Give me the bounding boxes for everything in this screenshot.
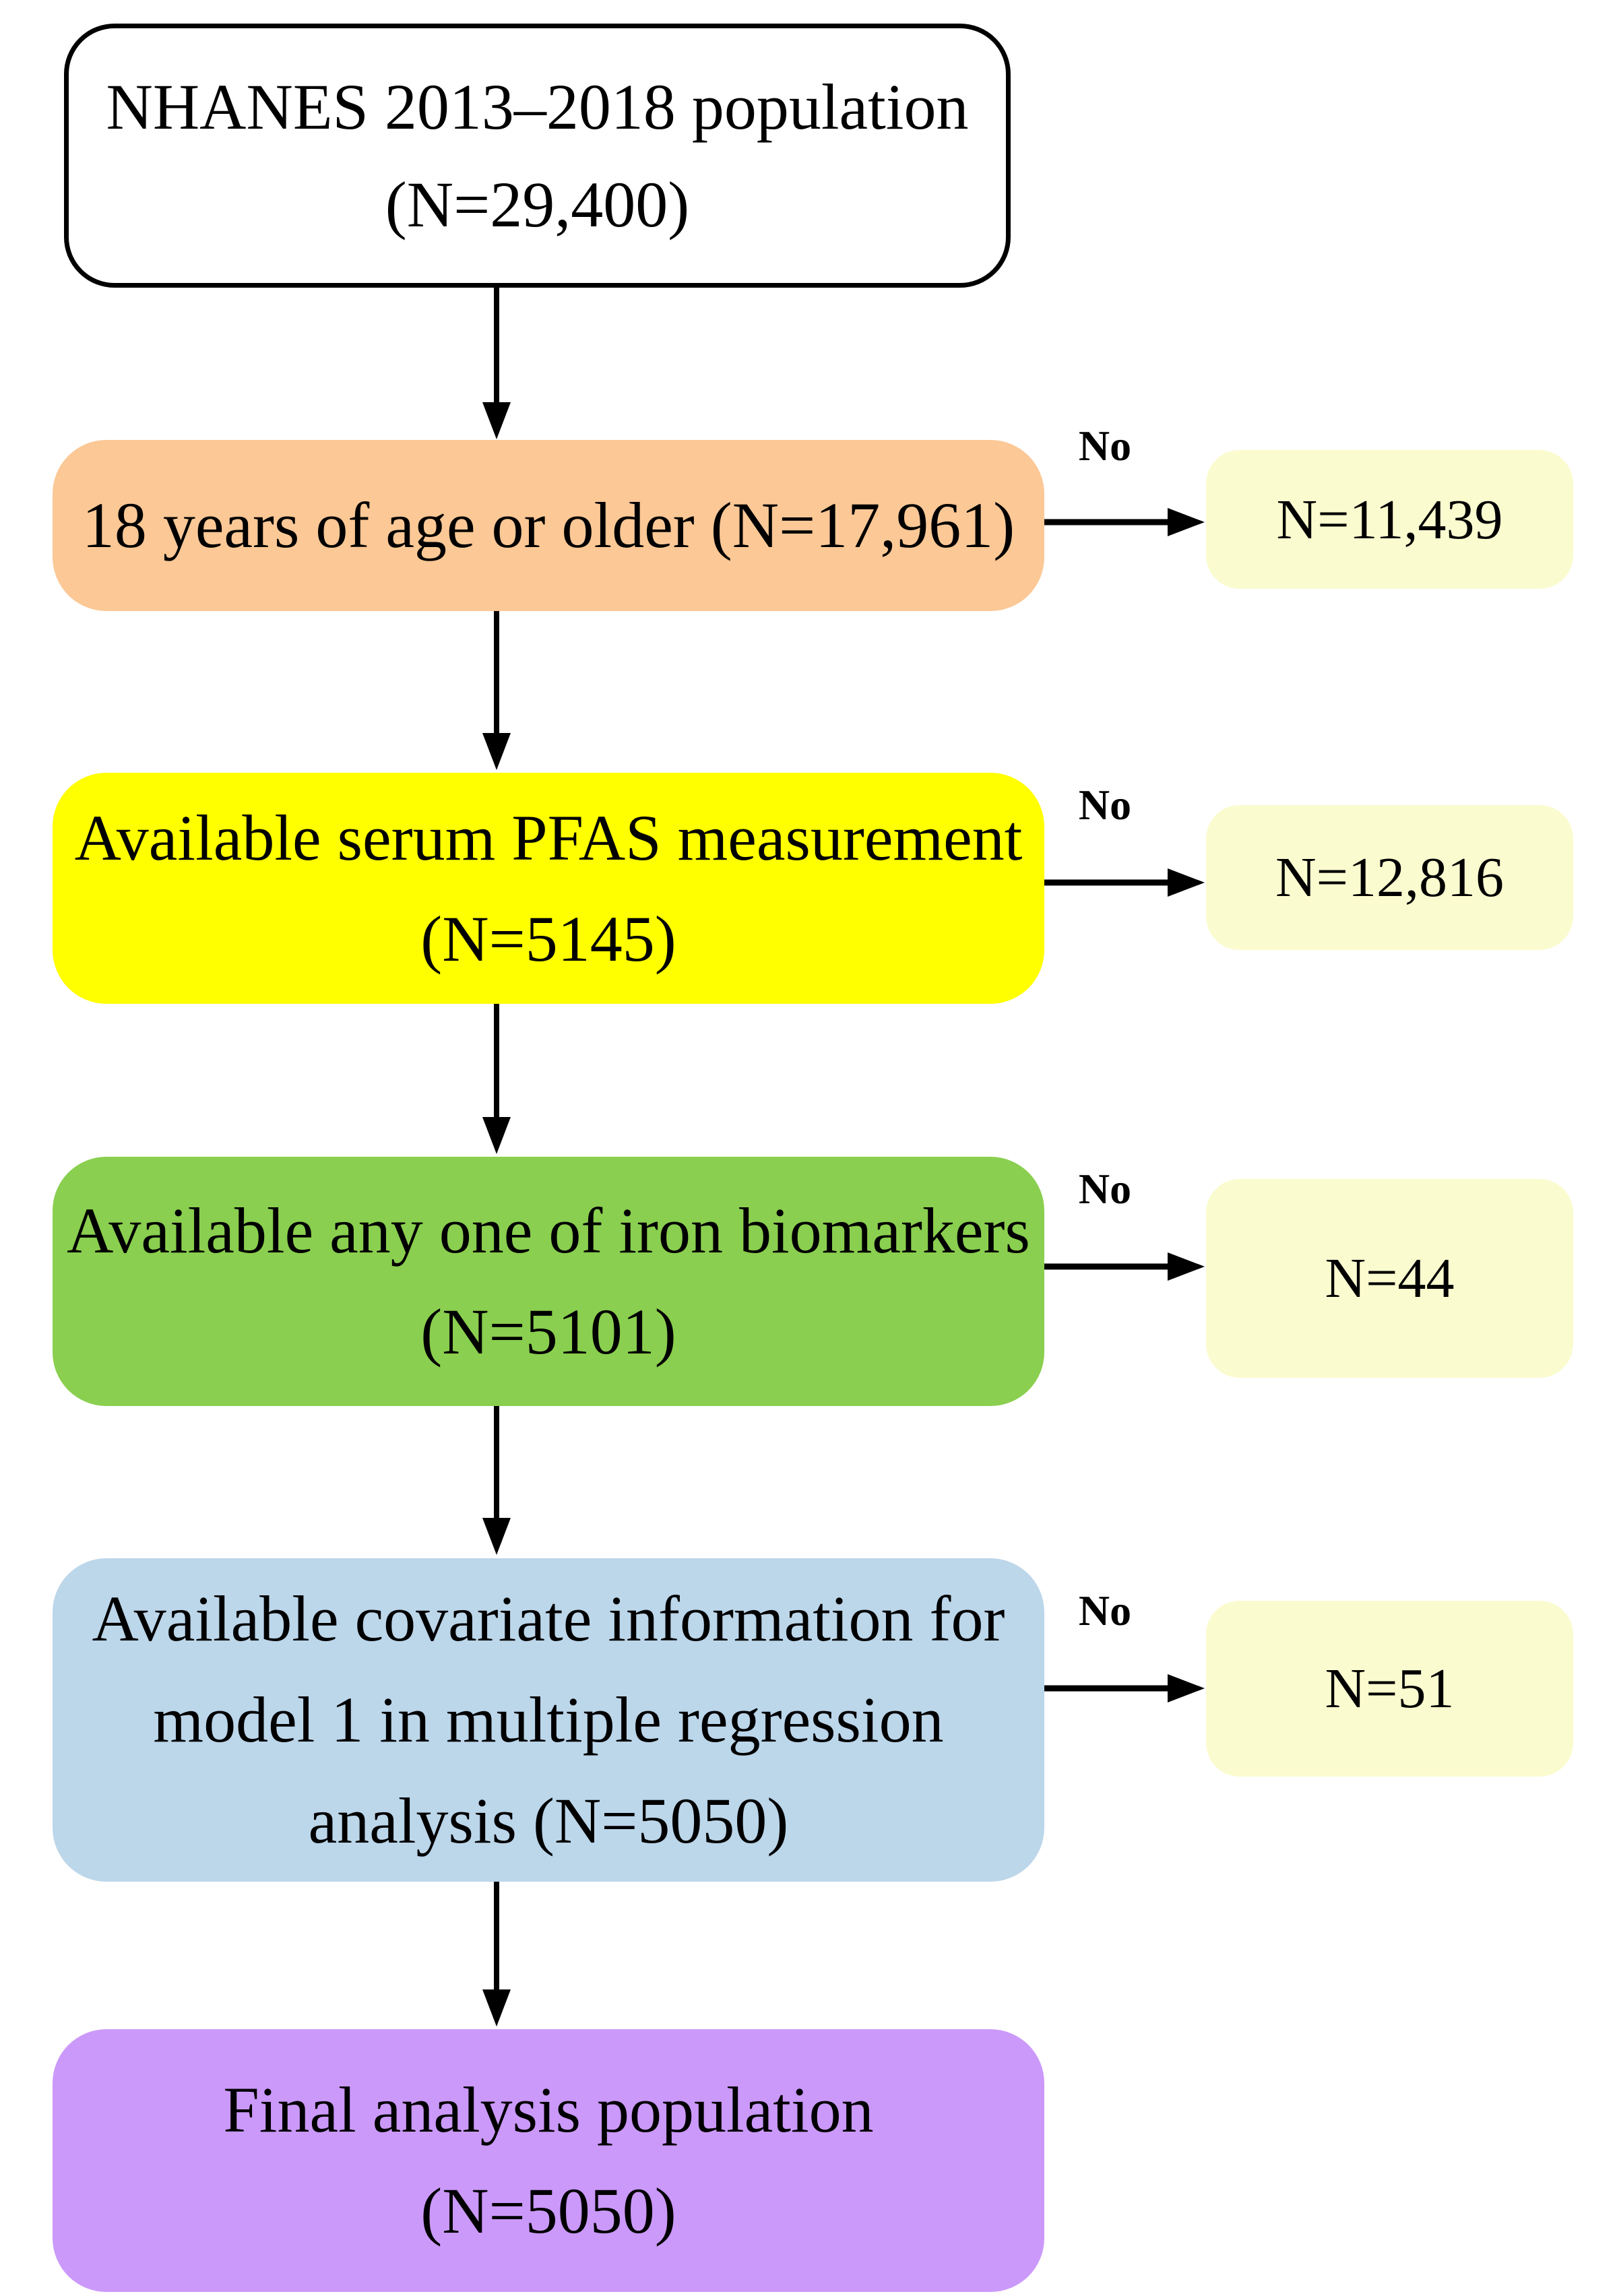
arrow-iron-to-covariate: [482, 1406, 511, 1555]
box-text-line: Available any one of iron biomarkers: [67, 1194, 1030, 1267]
arrow-pfas-to-excluded: [1044, 868, 1205, 897]
arrow-age-to-pfas: [482, 611, 511, 770]
box-text-line: analysis (N=5050): [308, 1785, 789, 1857]
excluded-box-covariate: N=51: [1206, 1601, 1573, 1777]
box-text-line: 18 years of age or older (N=17,961): [82, 489, 1015, 561]
no-branch-label-age: No: [1078, 422, 1132, 470]
box-text-line: (N=5145): [420, 902, 676, 975]
excluded-box-age: N=11,439: [1206, 450, 1573, 589]
arrow-covariate-to-excluded: [1044, 1674, 1205, 1702]
excluded-count: N=12,816: [1275, 846, 1504, 909]
excluded-count: N=11,439: [1276, 488, 1503, 551]
flow-box-age-filter: 18 years of age or older (N=17,961): [53, 440, 1044, 611]
arrow-pfas-to-iron: [482, 1004, 511, 1154]
no-branch-label-covariate: No: [1078, 1587, 1132, 1634]
box-text-line: (N=5101): [420, 1296, 676, 1368]
excluded-count: N=51: [1325, 1657, 1455, 1720]
no-branch-label-iron: No: [1078, 1165, 1132, 1213]
excluded-count: N=44: [1325, 1247, 1455, 1310]
box-text-line: (N=5050): [420, 2175, 676, 2247]
arrow-iron-to-excluded: [1044, 1252, 1205, 1281]
box-text-line: NHANES 2013–2018 population: [106, 71, 969, 143]
flow-box-covariate-filter: Available covariate information for mode…: [53, 1558, 1044, 1882]
box-text-line: (N=29,400): [385, 168, 690, 241]
no-branch-label-pfas: No: [1078, 781, 1132, 829]
excluded-box-pfas: N=12,816: [1206, 805, 1573, 950]
box-text-line: Final analysis population: [223, 2074, 874, 2146]
flow-box-final: Final analysis population (N=5050): [53, 2029, 1044, 2292]
box-text-line: model 1 in multiple regression: [153, 1684, 944, 1756]
excluded-box-iron: N=44: [1206, 1179, 1573, 1378]
flow-box-start: NHANES 2013–2018 population (N=29,400): [64, 24, 1011, 288]
arrow-age-to-excluded: [1044, 508, 1205, 536]
box-text-line: Available serum PFAS measurement: [74, 801, 1023, 874]
flow-box-iron-filter: Available any one of iron biomarkers (N=…: [53, 1157, 1044, 1406]
box-text-line: Available covariate information for: [92, 1583, 1005, 1655]
flow-box-pfas-filter: Available serum PFAS measurement (N=5145…: [53, 773, 1044, 1004]
arrow-covariate-to-final: [482, 1882, 511, 2027]
arrow-start-to-age: [482, 288, 511, 439]
